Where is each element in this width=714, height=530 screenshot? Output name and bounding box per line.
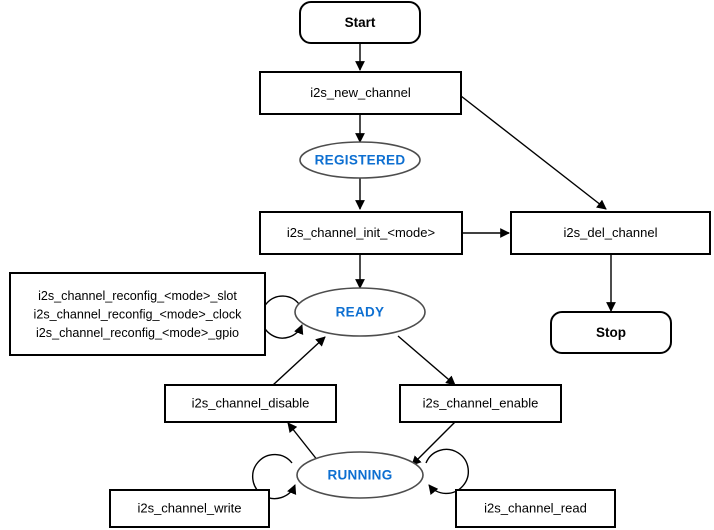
ready-shape — [294, 287, 426, 337]
new-channel-label: i2s_new_channel — [310, 85, 411, 100]
node-channel-read[interactable]: i2s_channel_read — [455, 489, 616, 528]
node-channel-init[interactable]: i2s_channel_init_<mode> — [259, 211, 463, 255]
channel-enable-label: i2s_channel_enable — [423, 395, 539, 410]
node-state-registered[interactable]: REGISTERED — [299, 141, 421, 179]
registered-label: REGISTERED — [315, 153, 406, 168]
channel-read-label: i2s_channel_read — [484, 500, 587, 515]
running-label: RUNNING — [327, 468, 392, 483]
channel-disable-shape — [164, 384, 337, 423]
ready-label: READY — [336, 305, 385, 320]
channel-read-shape — [455, 489, 616, 528]
node-state-running[interactable]: RUNNING — [296, 451, 424, 499]
node-new-channel[interactable]: i2s_new_channel — [259, 71, 462, 115]
edge-ready-to-channel-enable — [397, 335, 456, 386]
node-start[interactable]: Start — [299, 1, 421, 44]
nodes-layer: Start i2s_new_channel REGISTERED i2s_cha… — [9, 1, 711, 528]
del-channel-label: i2s_del_channel — [564, 225, 658, 240]
reconfig-line-slot: i2s_channel_reconfig_<mode>_slot — [38, 289, 237, 303]
node-del-channel[interactable]: i2s_del_channel — [510, 211, 711, 255]
stop-shape — [550, 311, 672, 354]
start-label: Start — [345, 15, 376, 30]
del-channel-shape — [510, 211, 711, 255]
edge-channel-disable-to-ready — [272, 336, 326, 386]
node-stop[interactable]: Stop — [550, 311, 672, 354]
channel-init-label: i2s_channel_init_<mode> — [287, 225, 435, 240]
node-reconfig-note[interactable]: i2s_channel_reconfig_<mode>_slot i2s_cha… — [9, 272, 266, 356]
channel-init-shape — [259, 211, 463, 255]
channel-write-shape — [109, 489, 270, 528]
node-channel-disable[interactable]: i2s_channel_disable — [164, 384, 337, 423]
node-channel-write[interactable]: i2s_channel_write — [109, 489, 270, 528]
channel-write-label: i2s_channel_write — [137, 500, 241, 515]
start-shape — [299, 1, 421, 44]
registered-shape — [299, 141, 421, 179]
new-channel-shape — [259, 71, 462, 115]
edge-running-self-loop-left — [251, 453, 297, 500]
running-shape — [296, 451, 424, 499]
edge-new-channel-to-del-channel — [460, 95, 607, 210]
stop-label: Stop — [596, 325, 626, 340]
edge-channel-enable-to-running — [411, 421, 456, 466]
node-channel-enable[interactable]: i2s_channel_enable — [399, 384, 562, 423]
channel-disable-label: i2s_channel_disable — [192, 395, 310, 410]
reconfig-note-shape — [9, 272, 266, 356]
reconfig-line-gpio: i2s_channel_reconfig_<mode>_gpio — [36, 326, 239, 340]
reconfig-line-clock: i2s_channel_reconfig_<mode>_clock — [34, 308, 243, 322]
channel-enable-shape — [399, 384, 562, 423]
node-state-ready[interactable]: READY — [294, 287, 426, 337]
edge-running-self-loop-right — [425, 448, 470, 495]
